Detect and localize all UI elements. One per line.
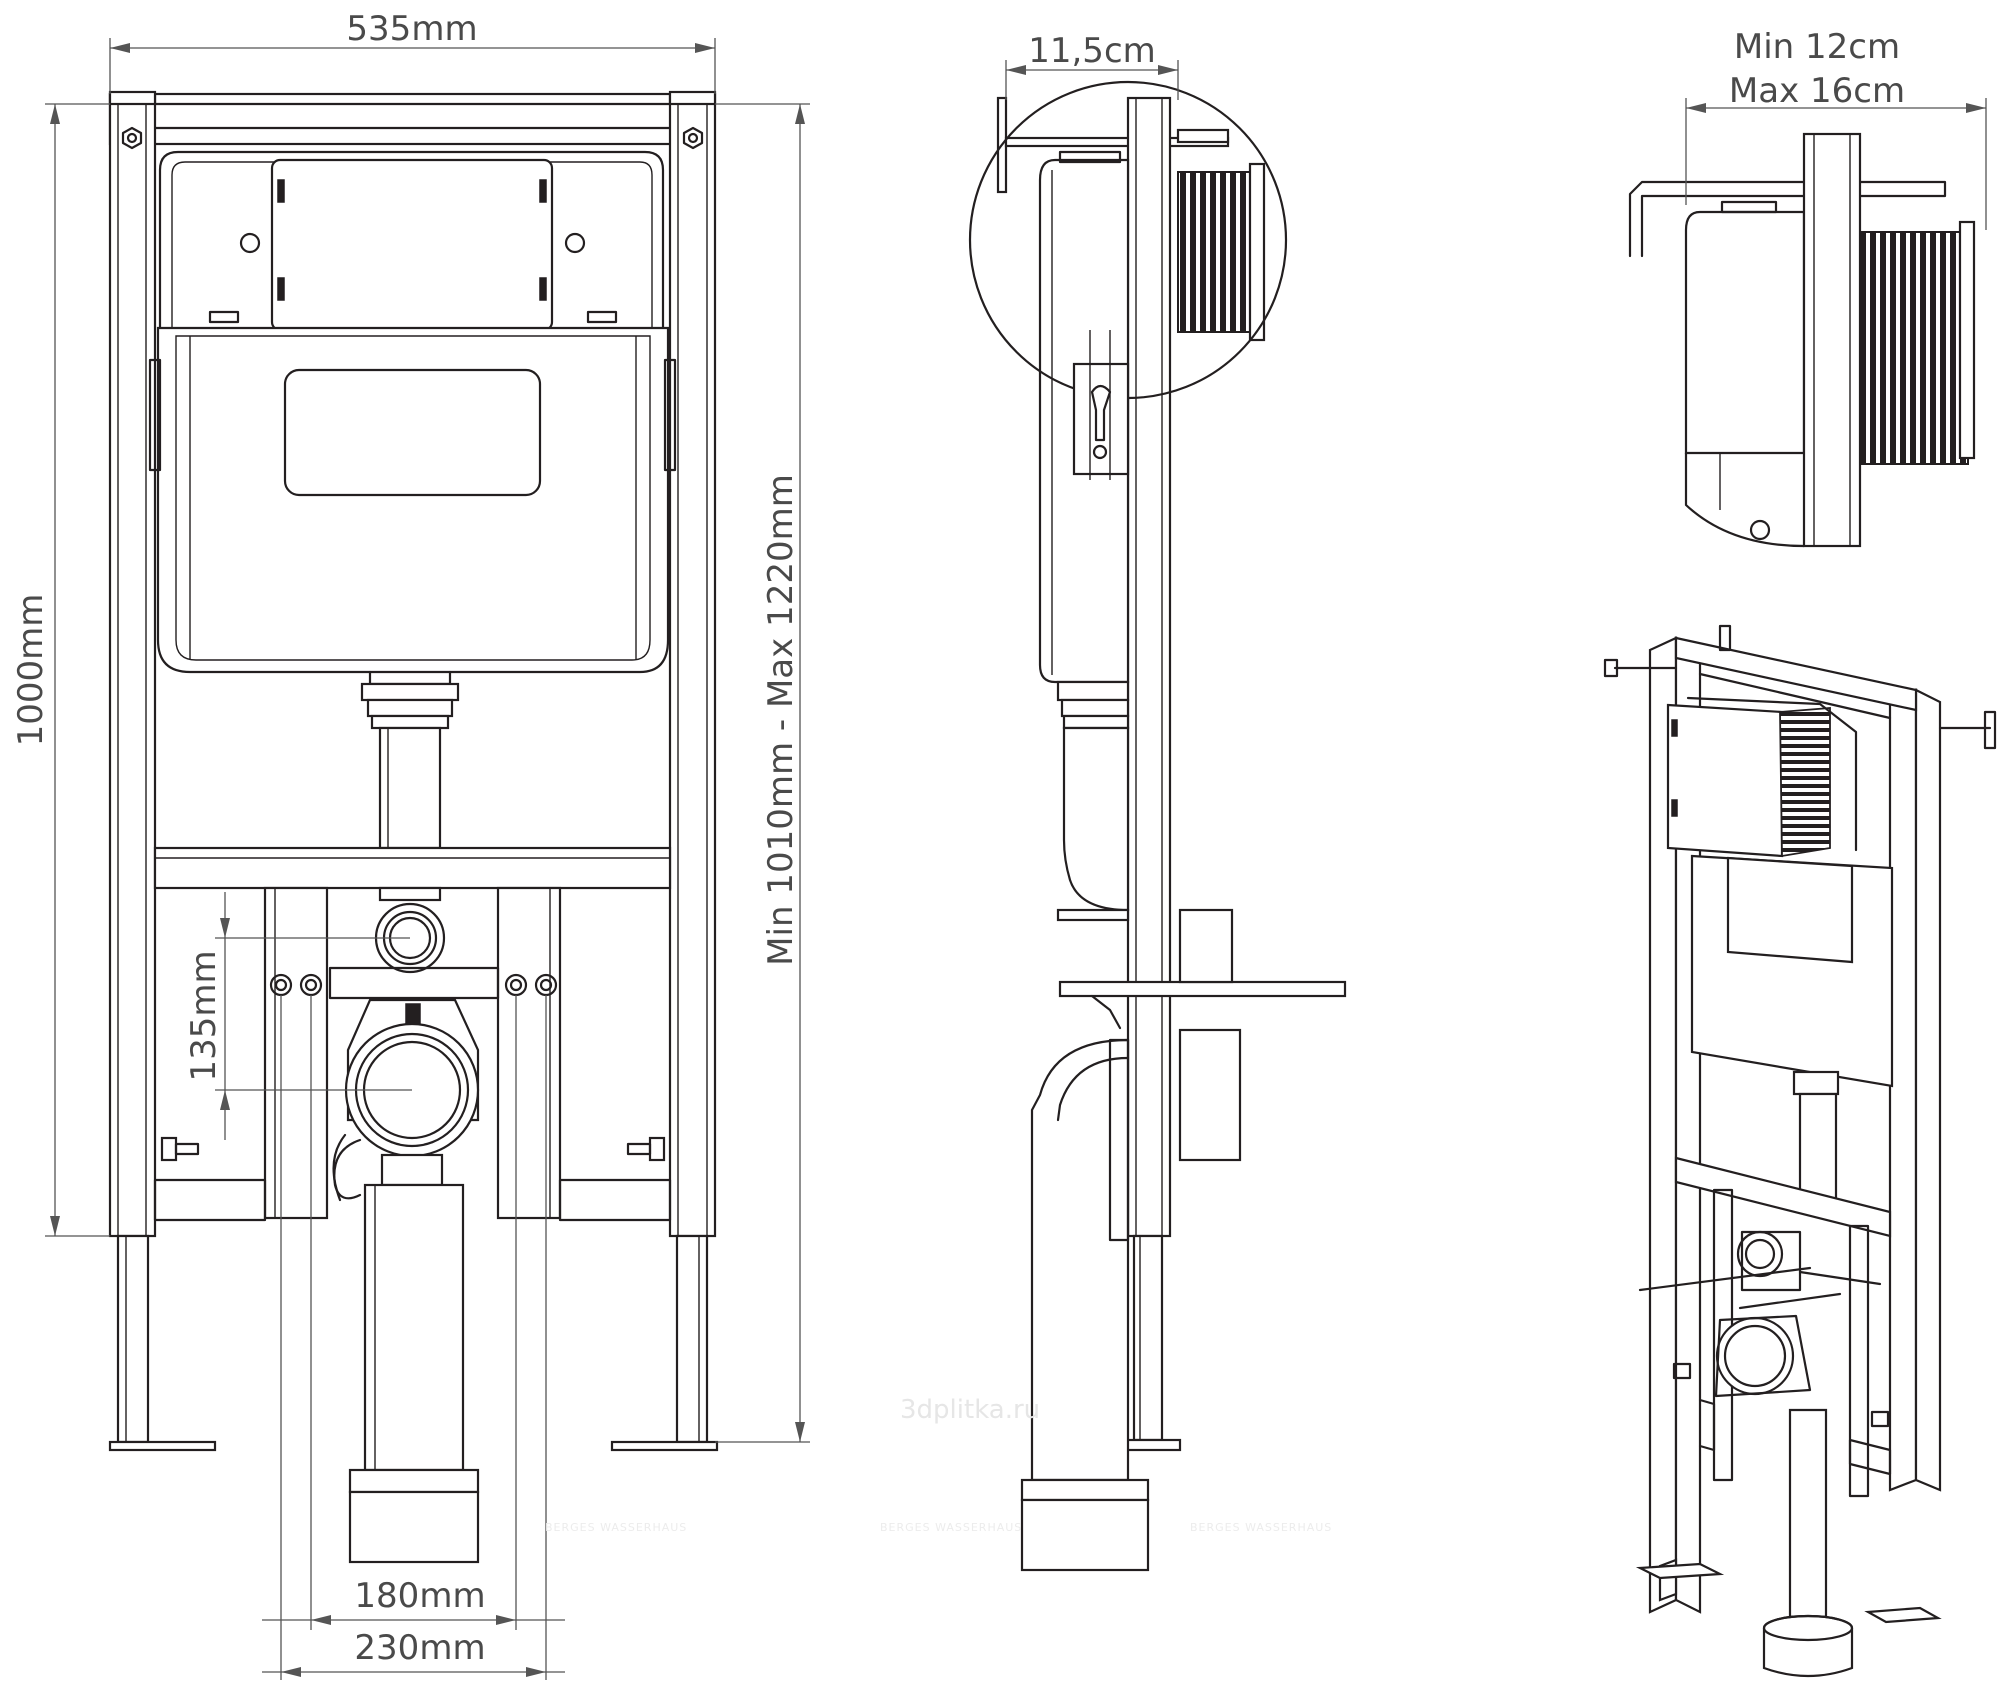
wall-depth-label: 11,5cm [1028, 31, 1156, 71]
depth-max-label: Max 16cm [1729, 71, 1905, 111]
bolt-icon [160, 1136, 666, 1162]
outlet-offset-label: 135mm [184, 950, 224, 1081]
stud-outer-label: 230mm [354, 1628, 485, 1668]
brand-watermark-2: BERGES WASSERHAUS [880, 1521, 1022, 1534]
stud-inner-label: 180mm [354, 1576, 485, 1616]
brand-watermark-1: BERGES WASSERHAUS [545, 1521, 687, 1534]
install-height-label: Min 1010mm - Max 1220mm [761, 474, 801, 966]
width-label: 535mm [346, 9, 477, 49]
hex-bolt-icon [121, 126, 704, 150]
height-label: 1000mm [11, 594, 51, 747]
depth-min-label: Min 12cm [1734, 27, 1900, 67]
brand-watermark-3: BERGES WASSERHAUS [1190, 1521, 1332, 1534]
detail-view [1628, 98, 1987, 548]
side-view [968, 60, 1347, 1572]
front-view [45, 38, 810, 1680]
isometric-view [1603, 624, 1997, 1678]
site-watermark: 3dplitka.ru [900, 1395, 1040, 1425]
